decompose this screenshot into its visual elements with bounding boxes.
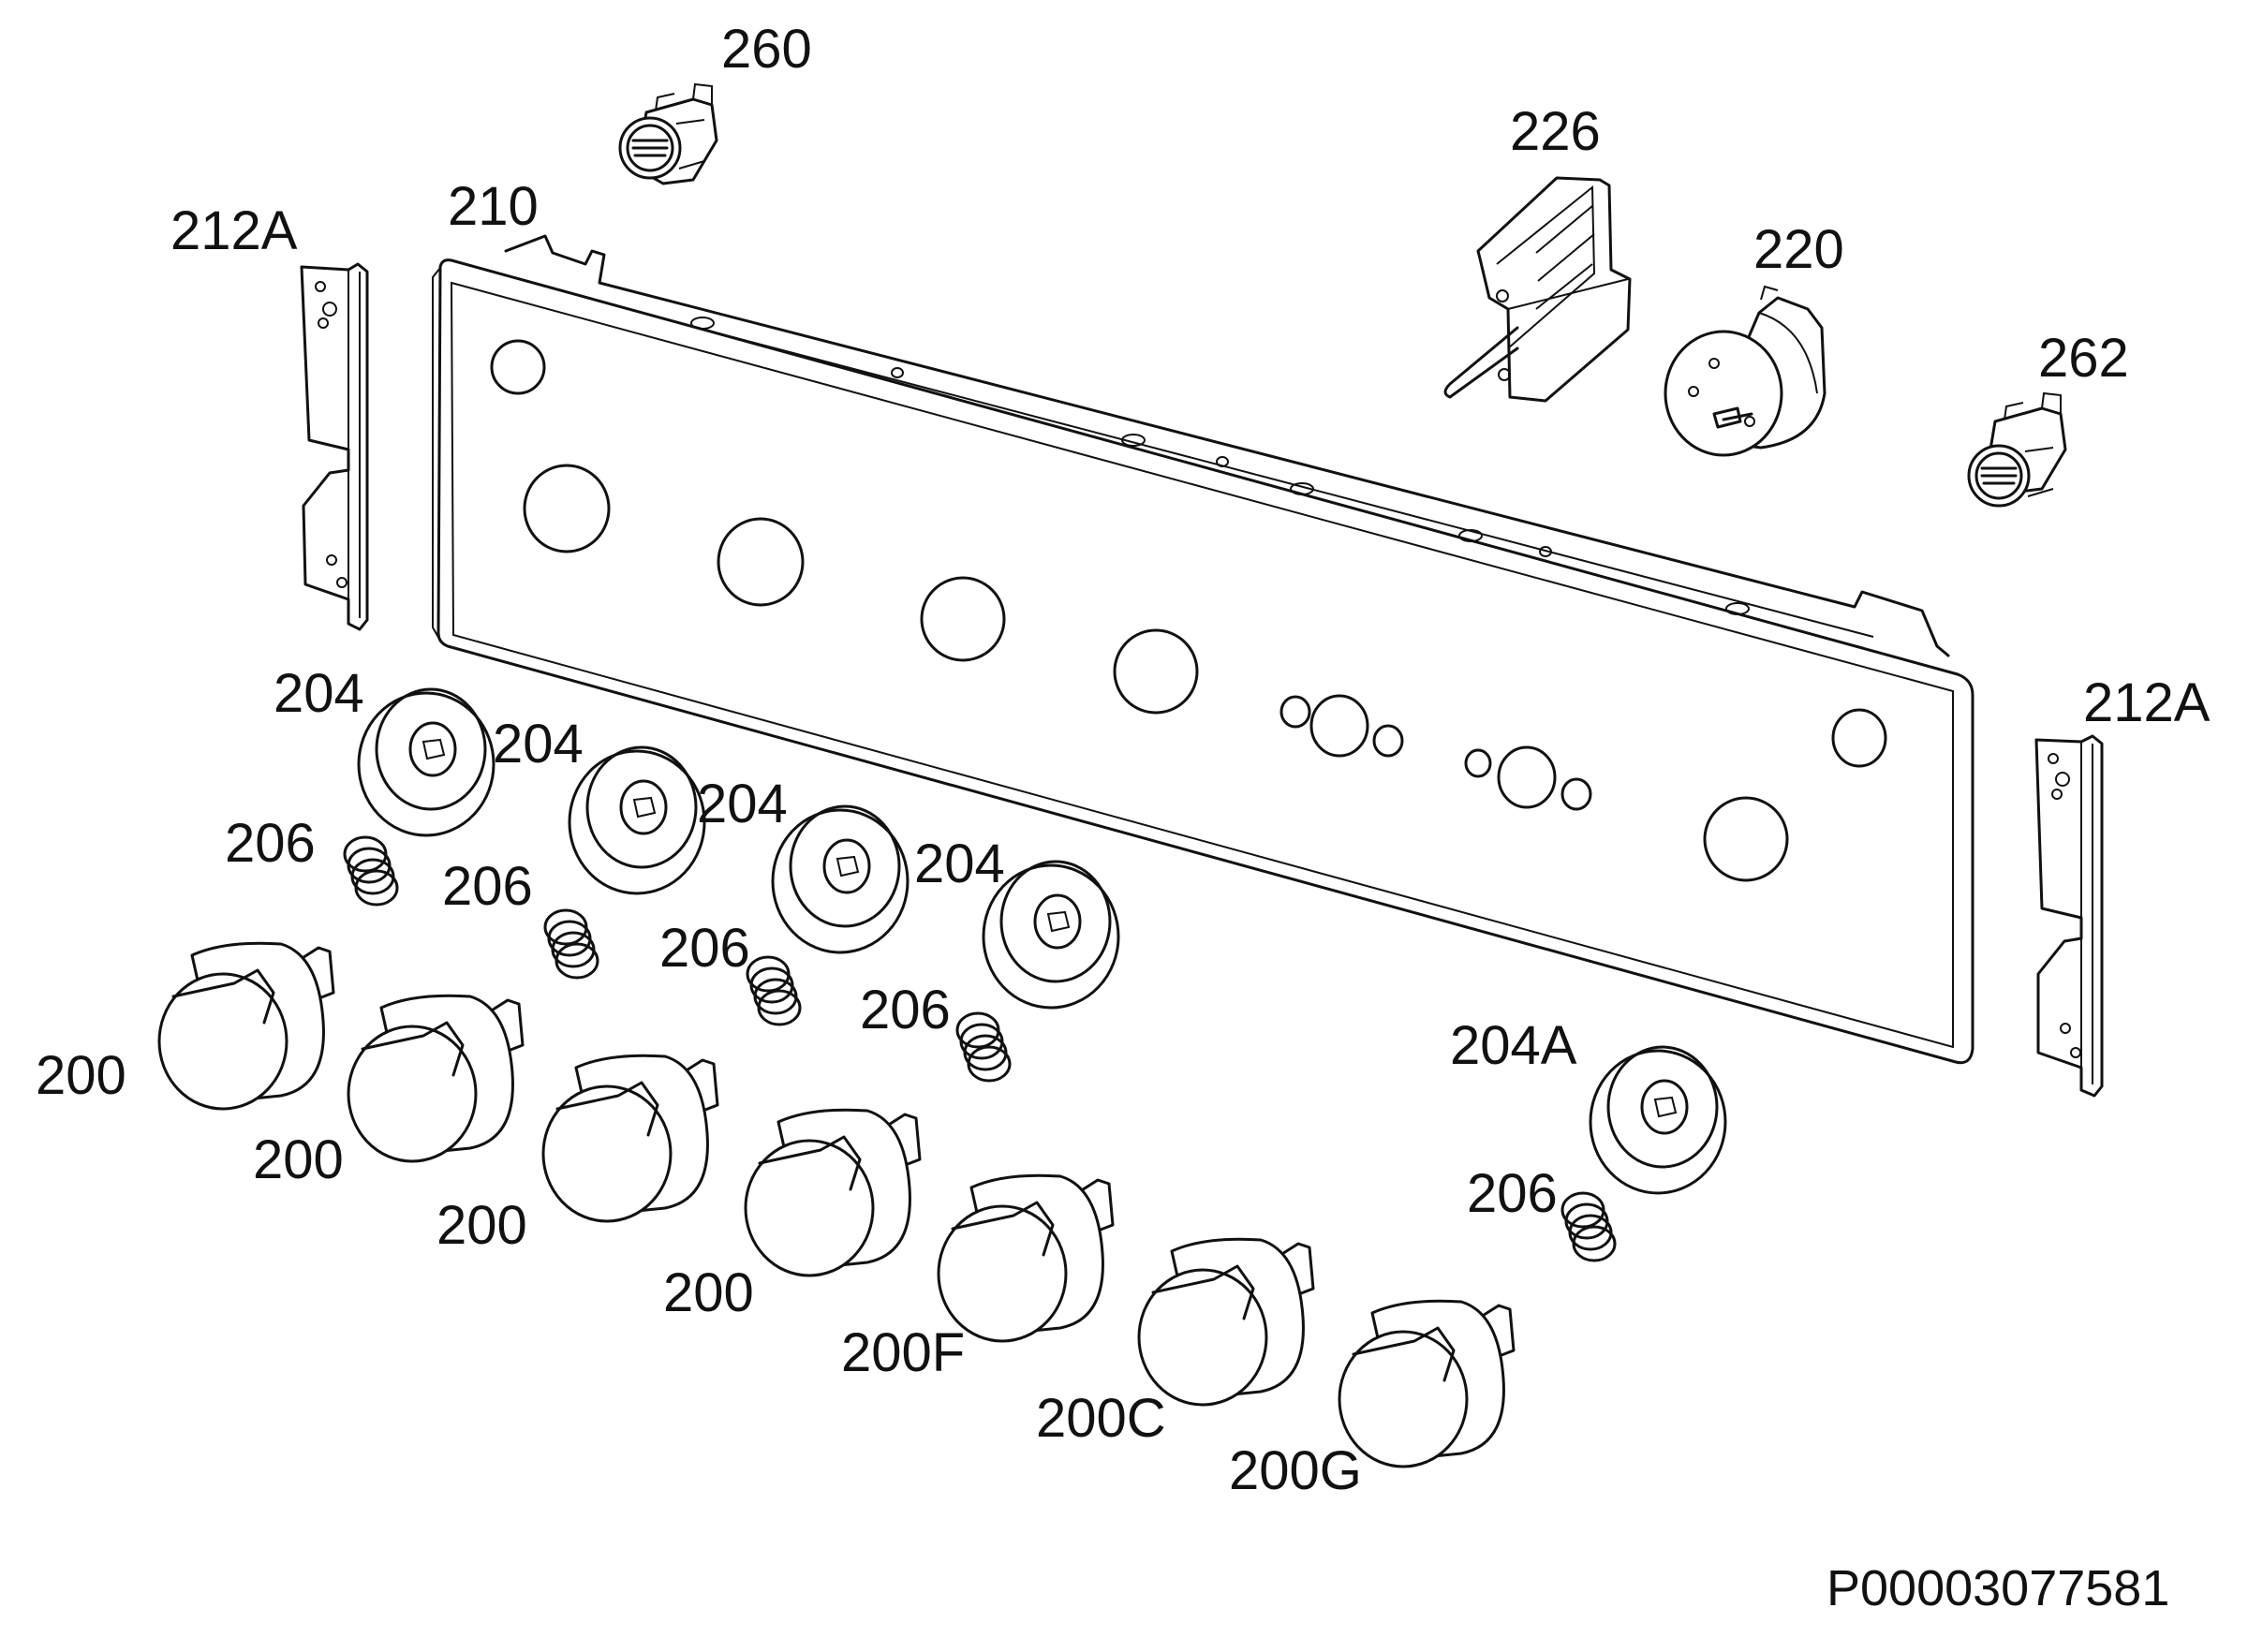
label-200-1: 200	[36, 1045, 126, 1106]
knob-ring-204-3	[771, 804, 910, 954]
label-204-1: 204	[274, 663, 364, 724]
switch-262	[1967, 391, 2067, 508]
knob-200g	[1338, 1299, 1516, 1468]
label-206-2: 206	[442, 856, 533, 917]
switch-260	[618, 82, 718, 185]
knob-200-1	[157, 941, 335, 1111]
knob-ring-204-1	[357, 687, 495, 837]
label-204-2: 204	[493, 714, 584, 774]
spring-206-2	[543, 908, 599, 980]
label-200g: 200G	[1229, 1440, 1362, 1501]
reference-code: P00003077581	[1826, 1560, 2169, 1616]
spring-206-5	[1560, 1191, 1617, 1262]
knob-200-3	[541, 1054, 719, 1223]
side-bracket-212a-left	[300, 262, 369, 631]
knob-200-2	[347, 994, 525, 1163]
label-210: 210	[448, 176, 539, 237]
knob-200f	[937, 1173, 1115, 1343]
label-220: 220	[1753, 219, 1844, 280]
knob-200c	[1137, 1237, 1315, 1407]
label-200-2: 200	[253, 1129, 344, 1190]
knob-ring-204a	[1589, 1045, 1727, 1195]
label-204-3: 204	[697, 774, 788, 834]
relay-226	[1443, 176, 1632, 403]
label-212a-right: 212A	[2083, 672, 2211, 733]
label-200-4: 200	[663, 1262, 754, 1323]
label-200c: 200C	[1036, 1388, 1166, 1449]
label-206-4: 206	[860, 980, 951, 1040]
label-206-3: 206	[659, 918, 750, 979]
label-212a-left: 212A	[170, 200, 298, 261]
label-200f: 200F	[841, 1322, 965, 1383]
spring-206-1	[343, 835, 399, 907]
spring-206-3	[746, 955, 802, 1026]
label-206-1: 206	[225, 813, 316, 874]
label-204a: 204A	[1450, 1015, 1577, 1076]
label-260: 260	[721, 19, 812, 80]
label-226: 226	[1510, 101, 1601, 162]
knob-200-4	[744, 1108, 922, 1277]
timer-220	[1664, 285, 1826, 457]
label-204-4: 204	[914, 833, 1005, 894]
label-206-5: 206	[1467, 1163, 1558, 1224]
label-200-3: 200	[436, 1195, 527, 1256]
spring-206-4	[955, 1011, 1012, 1083]
label-262: 262	[2038, 328, 2129, 389]
knob-ring-204-4	[982, 860, 1120, 1010]
control-panel-210	[432, 234, 1974, 1065]
knob-ring-204-2	[568, 745, 706, 895]
side-bracket-212a-right	[2034, 734, 2104, 1098]
